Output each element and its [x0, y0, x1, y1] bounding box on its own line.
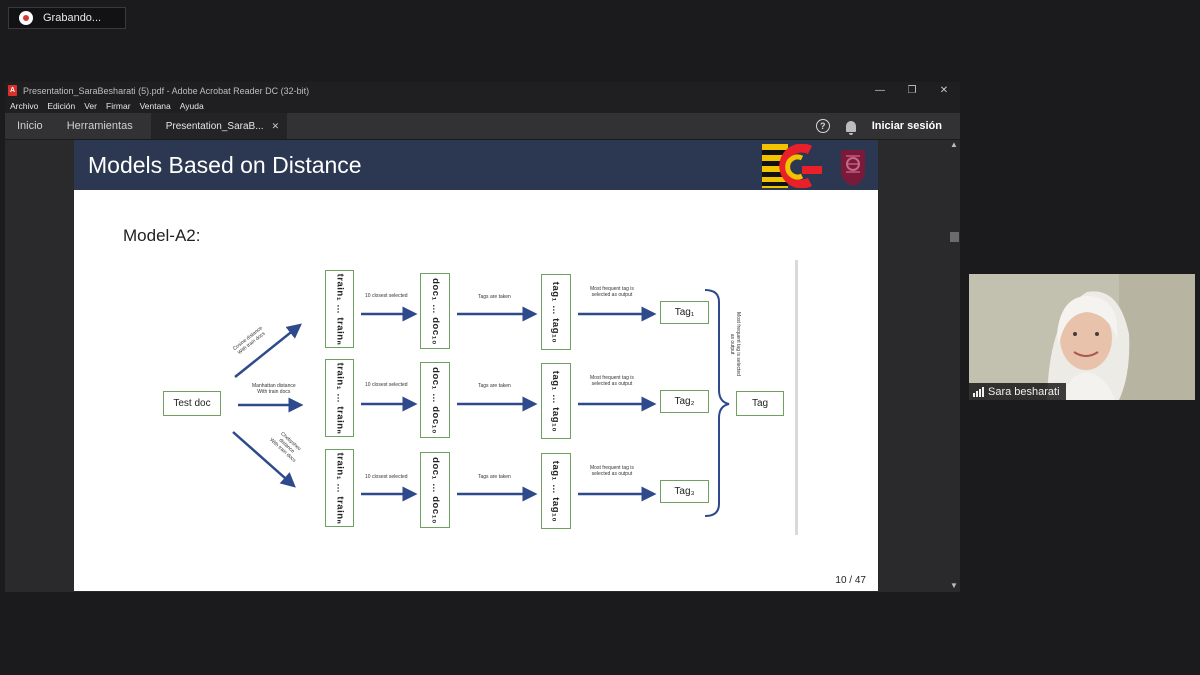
- menu-firmar[interactable]: Firmar: [106, 101, 131, 111]
- scroll-down-icon[interactable]: ▼: [950, 581, 958, 590]
- doc-box-3: doc₁ … doc₁₀: [420, 452, 450, 528]
- menu-bar: Archivo Edición Ver Firmar Ventana Ayuda: [5, 99, 960, 113]
- doc-box-2: doc₁ … doc₁₀: [420, 362, 450, 438]
- menu-ventana[interactable]: Ventana: [139, 101, 171, 111]
- menu-edicion[interactable]: Edición: [47, 101, 76, 111]
- scroll-thumb[interactable]: [950, 232, 959, 242]
- slide-divider-line: [795, 260, 798, 535]
- tag-output-3: Tag₃: [660, 480, 709, 503]
- tab-herramientas[interactable]: Herramientas: [66, 120, 133, 132]
- help-icon[interactable]: ?: [815, 119, 830, 133]
- page-number: 10 / 47: [835, 575, 866, 586]
- vertical-scrollbar[interactable]: ▲ ▼: [948, 140, 960, 592]
- menu-ver[interactable]: Ver: [84, 101, 97, 111]
- bell-icon[interactable]: [845, 120, 856, 135]
- tags-taken-label-1: Tags are taken: [478, 294, 511, 300]
- tag-output-2: Tag₂: [660, 390, 709, 413]
- doc-box-1: doc₁ … doc₁₀: [420, 273, 450, 349]
- minimize-button[interactable]: —: [875, 85, 885, 96]
- train-box-3: train₁ … trainₙ: [325, 449, 354, 527]
- close-window-button[interactable]: ✕: [939, 85, 949, 96]
- selected-label-1: 10 closest selected: [365, 293, 408, 299]
- flow-arrows: [232, 289, 730, 517]
- train-box-1: train₁ … trainₙ: [325, 270, 354, 348]
- tags-taken-label-3: Tags are taken: [478, 474, 511, 480]
- slide-title: Models Based on Distance: [88, 151, 362, 178]
- model-label: Model-A2:: [123, 226, 201, 245]
- recording-indicator[interactable]: Grabando...: [8, 7, 126, 29]
- tab-document-label: Presentation_SaraB...: [165, 120, 264, 132]
- merge-brace: [704, 289, 730, 517]
- train-box-2: train₁ … trainₙ: [325, 359, 354, 437]
- institution-logos: [762, 144, 868, 188]
- participant-video: [969, 274, 1195, 400]
- arrow-chebyshev: [232, 431, 296, 488]
- tag-list-box-3: tag₁ … tag₁₀: [541, 453, 571, 529]
- arrow-cosine: [234, 323, 302, 378]
- test-doc-box: Test doc: [163, 391, 221, 416]
- final-tag-box: Tag: [736, 391, 784, 416]
- title-bar: A Presentation_SaraBesharati (5).pdf - A…: [5, 82, 960, 99]
- pdf-app-icon: A: [8, 85, 17, 96]
- tag-output-1: Tag₁: [660, 301, 709, 324]
- university-crest-icon: [841, 150, 865, 186]
- close-tab-icon[interactable]: ✕: [271, 120, 280, 131]
- tags-taken-label-2: Tags are taken: [478, 383, 511, 389]
- test-doc-label: Test doc: [173, 398, 211, 409]
- scroll-up-icon[interactable]: ▲: [950, 140, 958, 149]
- tab-inicio[interactable]: Inicio: [17, 120, 43, 132]
- participant-name-tag: Sara besharati: [969, 383, 1066, 400]
- record-icon: [19, 11, 33, 25]
- selected-label-3: 10 closest selected: [365, 474, 408, 480]
- tab-bar: Inicio Herramientas Presentation_SaraB..…: [5, 113, 960, 140]
- signal-bars-icon: [973, 386, 984, 397]
- menu-archivo[interactable]: Archivo: [10, 101, 39, 111]
- webcam-tile[interactable]: Sara besharati: [969, 274, 1195, 400]
- ecg-logo-icon: [762, 144, 822, 188]
- selected-label-2: 10 closest selected: [365, 382, 408, 388]
- final-label: Most frequent tag is selected as output: [729, 312, 741, 376]
- tag-list-box-2: tag₁ … tag₁₀: [541, 363, 571, 439]
- signin-button[interactable]: Iniciar sesión: [871, 120, 942, 132]
- slide-header: Models Based on Distance: [74, 140, 878, 190]
- recording-label: Grabando...: [43, 12, 102, 24]
- participant-name: Sara besharati: [988, 385, 1060, 398]
- window-title: Presentation_SaraBesharati (5).pdf - Ado…: [23, 85, 310, 96]
- menu-ayuda[interactable]: Ayuda: [179, 101, 204, 111]
- document-area[interactable]: Models Based on Distance: [5, 140, 960, 592]
- acrobat-window: A Presentation_SaraBesharati (5).pdf - A…: [5, 82, 960, 592]
- maximize-button[interactable]: ❐: [907, 85, 917, 96]
- tag-list-box-1: tag₁ … tag₁₀: [541, 274, 571, 350]
- tab-document[interactable]: Presentation_SaraB... ✕: [150, 113, 288, 139]
- slide-page: Models Based on Distance: [74, 140, 878, 591]
